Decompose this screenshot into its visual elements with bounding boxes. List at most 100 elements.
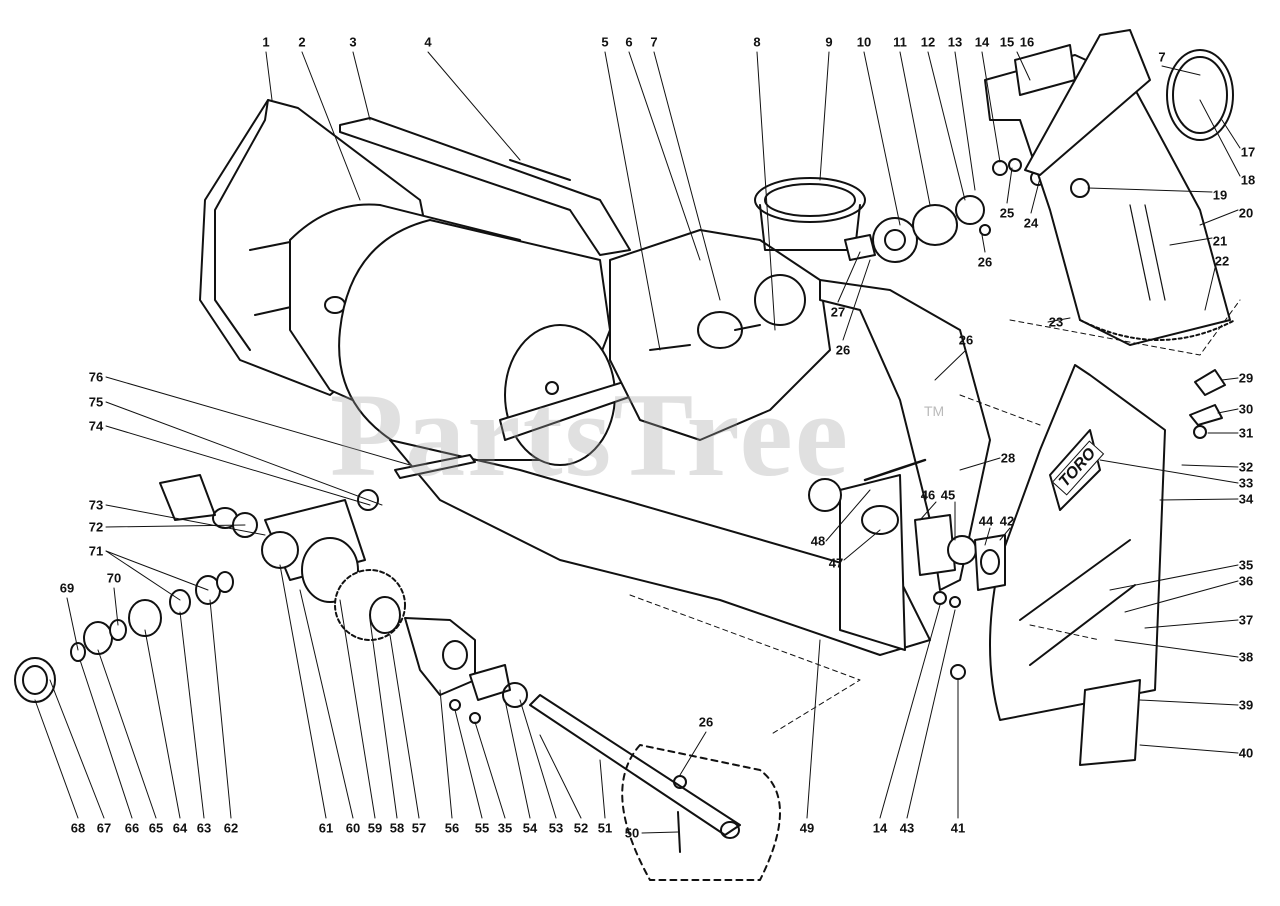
leader-line (389, 634, 420, 819)
leader-line (984, 527, 991, 546)
leader-line (301, 51, 361, 201)
callout-11: 11 (893, 34, 907, 50)
callout-23: 23 (1048, 314, 1064, 330)
gearbox-assembly (159, 454, 781, 881)
leader-line (1161, 65, 1201, 76)
callout-28: 28 (1000, 450, 1016, 466)
callout-13: 13 (947, 34, 963, 50)
callout-10: 10 (856, 34, 872, 50)
callout-16: 16 (1019, 34, 1035, 50)
callout-30: 30 (1238, 401, 1254, 417)
leader-line (981, 51, 1001, 163)
leader-line (427, 51, 521, 161)
leader-line (1204, 267, 1216, 311)
leader-line (837, 251, 861, 303)
callout-26b: 26 (835, 342, 851, 358)
callout-48: 48 (810, 533, 826, 549)
callout-33: 33 (1238, 475, 1254, 491)
callout-72: 72 (88, 519, 104, 535)
callout-4: 4 (424, 34, 432, 50)
callout-44: 44 (978, 513, 994, 529)
leader-line (1139, 699, 1239, 706)
leader-line (105, 425, 371, 506)
side-plate-right (989, 364, 1166, 766)
leader-line (179, 611, 205, 819)
leader-line (1169, 237, 1213, 246)
callout-67: 67 (96, 820, 112, 836)
callout-36: 36 (1238, 573, 1254, 589)
housing-shell (389, 279, 991, 656)
leader-line (1124, 580, 1239, 613)
callout-26c: 26 (958, 332, 974, 348)
callout-26a: 26 (977, 254, 993, 270)
callout-57: 57 (411, 820, 427, 836)
leader-line (539, 734, 582, 819)
leader-line (959, 457, 1001, 471)
callout-22: 22 (1214, 253, 1230, 269)
leader-line (1199, 99, 1241, 177)
leader-line (1144, 619, 1239, 629)
leader-line (927, 51, 966, 201)
callout-65: 65 (148, 820, 164, 836)
leader-line (879, 604, 941, 819)
chute-clips (1189, 369, 1226, 439)
callout-64: 64 (172, 820, 188, 836)
leader-line (919, 501, 937, 521)
leader-line (628, 51, 701, 261)
callout-71: 71 (88, 543, 104, 559)
leader-line (474, 721, 506, 819)
callout-31: 31 (1238, 425, 1254, 441)
bearing-housings-right (914, 514, 1006, 680)
leader-line (1114, 639, 1239, 658)
bushing-stack (14, 571, 234, 703)
leader-line (105, 401, 383, 506)
callout-75: 75 (88, 394, 104, 410)
callout-35: 35 (1238, 557, 1254, 573)
callout-59: 59 (367, 820, 383, 836)
leader-line (1221, 377, 1239, 381)
callout-53: 53 (548, 820, 564, 836)
callout-38: 38 (1238, 649, 1254, 665)
callout-66: 66 (124, 820, 140, 836)
leader-line (999, 527, 1011, 541)
callout-34: 34 (1238, 491, 1254, 507)
leader-line (369, 619, 398, 819)
leader-line (806, 639, 821, 819)
bearing-flanges (844, 158, 1046, 263)
leader-line (899, 51, 931, 206)
callout-58: 58 (389, 820, 405, 836)
callout-25: 25 (999, 205, 1015, 221)
callout-14b: 14 (872, 820, 888, 836)
leader-line (1181, 464, 1239, 468)
callout-43: 43 (899, 820, 915, 836)
leader-line (209, 599, 232, 819)
leader-line (756, 51, 776, 331)
leader-line (279, 564, 327, 819)
leader-line (604, 51, 661, 351)
callout-24: 24 (1023, 215, 1039, 231)
leader-line (454, 709, 483, 819)
callout-32: 32 (1238, 459, 1254, 475)
leader-line (105, 524, 246, 528)
leader-line (843, 529, 881, 561)
leader-line (1109, 564, 1239, 591)
leader-line (144, 629, 181, 819)
impeller-housing (609, 177, 866, 441)
leader-line (1139, 744, 1239, 754)
callout-19: 19 (1212, 187, 1228, 203)
callout-68: 68 (70, 820, 86, 836)
callout-56: 56 (444, 820, 460, 836)
leader-line (1087, 187, 1213, 193)
callout-21: 21 (1212, 233, 1228, 249)
leader-line (1006, 167, 1013, 204)
auger-front (338, 219, 636, 466)
callout-60: 60 (345, 820, 361, 836)
callout-35b: 35 (497, 820, 513, 836)
leader-line (352, 51, 371, 121)
callout-50: 50 (624, 825, 640, 841)
callout-17: 17 (1240, 144, 1256, 160)
leader-line (49, 679, 105, 819)
assembly-guides (629, 299, 1241, 736)
callout-3: 3 (349, 34, 357, 50)
